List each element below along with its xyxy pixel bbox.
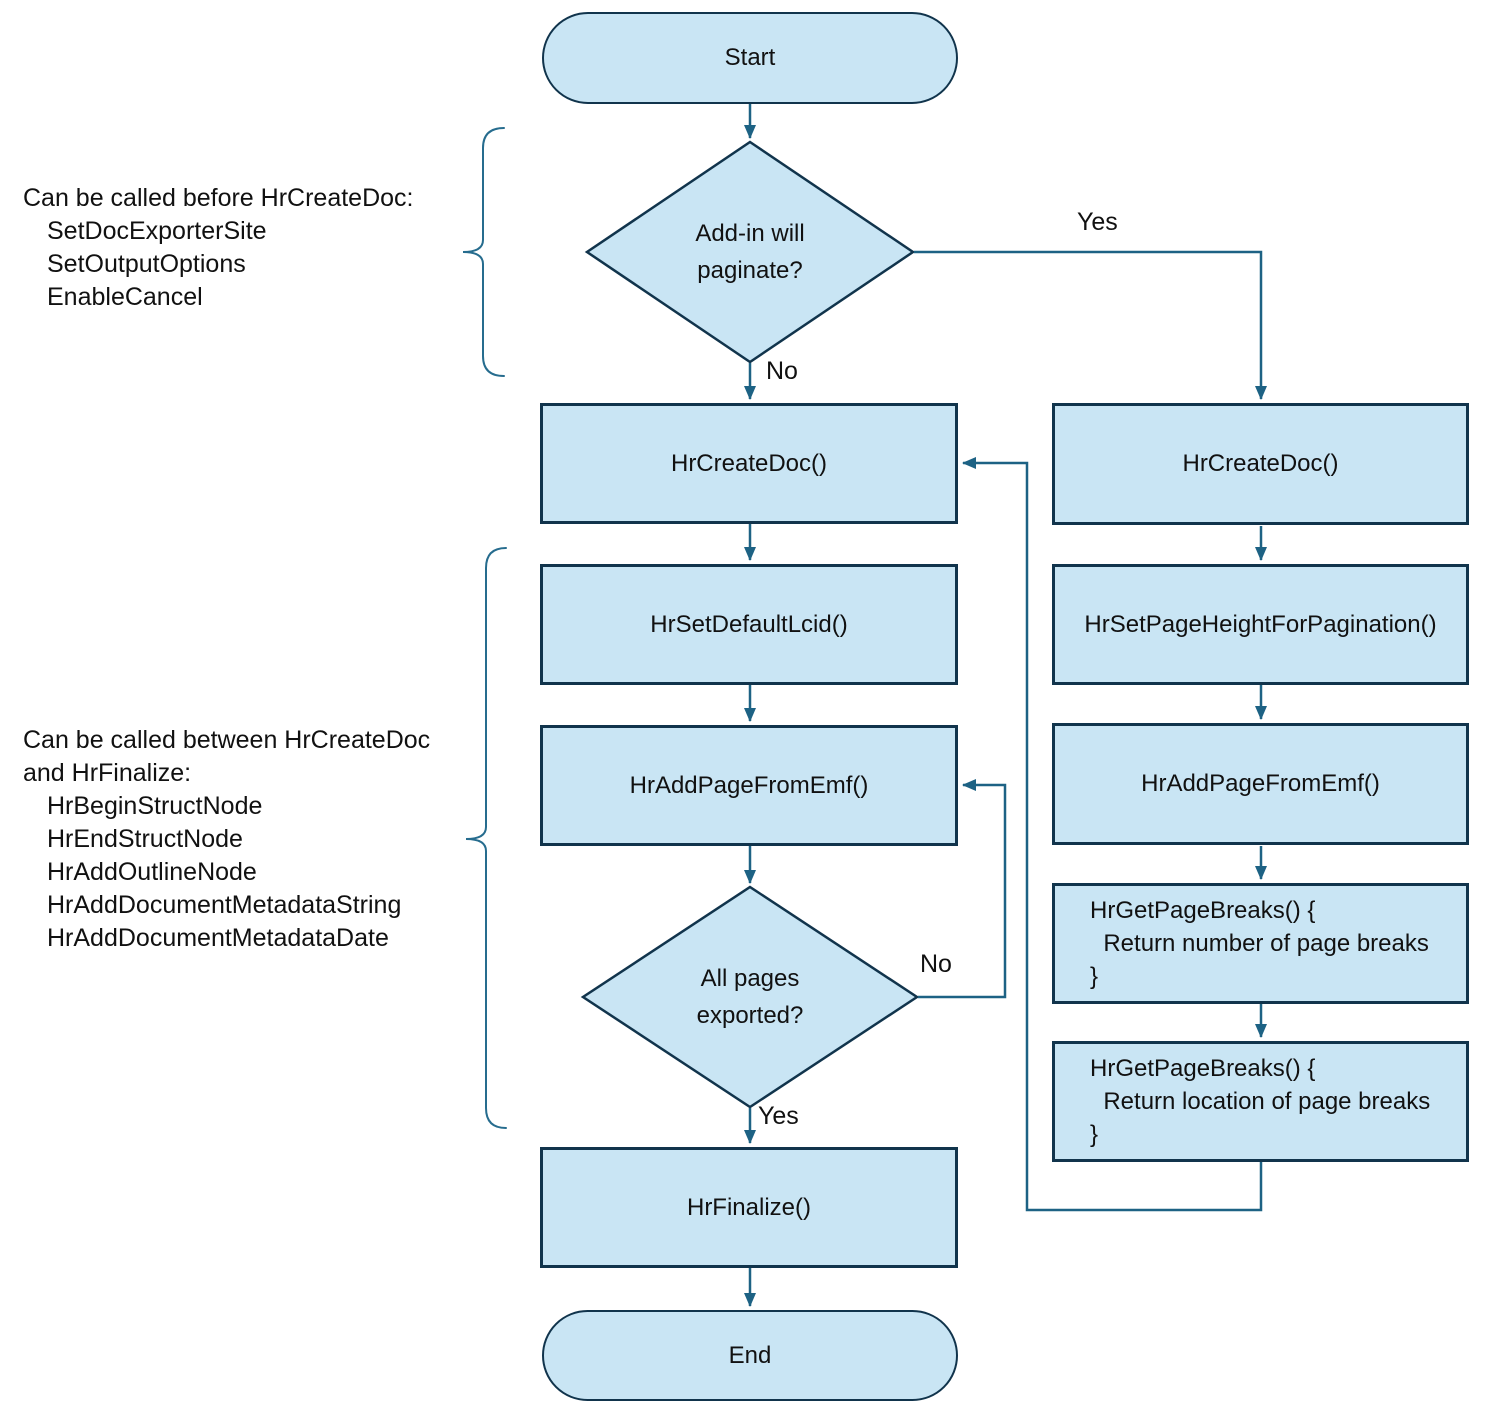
annotation-between-createdoc-finalize: Can be called between HrCreateDoc and Hr…: [23, 724, 473, 955]
node-hrfinalize-label: HrFinalize(): [686, 1193, 811, 1221]
annotation-item: SetOutputOptions: [47, 250, 246, 278]
node-hraddpagefromemf-left-label: HrAddPageFromEmf(): [629, 771, 869, 799]
node-hraddpagefromemf-left: HrAddPageFromEmf(): [540, 725, 958, 846]
annotation-between-createdoc-finalize-title: Can be called between HrCreateDoc and Hr…: [23, 726, 431, 787]
brace-before-createdoc: [462, 127, 505, 377]
decision-all-pages-shape: [580, 885, 920, 1109]
connector-paginate-yes-to-createdoc-right: [914, 250, 1267, 400]
brace-between-createdoc-finalize: [465, 547, 507, 1129]
node-hrfinalize: HrFinalize(): [540, 1147, 958, 1268]
node-hrcreatedoc-left: HrCreateDoc(): [540, 403, 958, 524]
annotation-item: SetDocExporterSite: [47, 217, 267, 245]
connector-allpages-no-loop: [918, 779, 1007, 999]
annotation-before-createdoc-title: Can be called before HrCreateDoc:: [23, 184, 414, 212]
annotation-item: HrBeginStructNode: [47, 792, 263, 820]
node-hrsetdefaultlcid: HrSetDefaultLcid(): [540, 564, 958, 685]
node-hrcreatedoc-left-label: HrCreateDoc(): [670, 449, 828, 477]
annotation-item: HrAddDocumentMetadataString: [47, 891, 402, 919]
edge-label-all-pages-yes: Yes: [758, 1102, 799, 1130]
annotation-item: EnableCancel: [47, 283, 203, 311]
node-hrcreatedoc-right-label: HrCreateDoc(): [1182, 450, 1339, 477]
edge-label-all-pages-no: No: [920, 950, 952, 978]
annotation-item: HrAddOutlineNode: [47, 858, 257, 886]
decision-paginate-shape: [584, 140, 916, 364]
connector-breaks-location-to-createdoc-left: [962, 457, 1263, 1212]
node-hraddpagefromemf-right: HrAddPageFromEmf(): [1052, 723, 1469, 845]
annotation-item: HrAddDocumentMetadataDate: [47, 924, 389, 952]
node-start-label: Start: [724, 44, 776, 71]
node-hraddpagefromemf-right-label: HrAddPageFromEmf(): [1141, 770, 1380, 797]
annotation-item: HrEndStructNode: [47, 825, 243, 853]
node-hrgetpagebreaks-location-label: HrGetPageBreaks() { Return location of p…: [1090, 1055, 1431, 1148]
node-start: Start: [542, 12, 958, 104]
node-hrcreatedoc-right: HrCreateDoc(): [1052, 403, 1469, 525]
node-end-label: End: [728, 1341, 772, 1369]
node-end: End: [542, 1310, 958, 1401]
node-hrsetpageheightforpagination: HrSetPageHeightForPagination(): [1052, 564, 1469, 685]
node-hrgetpagebreaks-number: HrGetPageBreaks() { Return number of pag…: [1052, 883, 1469, 1004]
node-hrgetpagebreaks-location: HrGetPageBreaks() { Return location of p…: [1052, 1041, 1469, 1162]
node-hrsetdefaultlcid-label: HrSetDefaultLcid(): [650, 610, 848, 638]
edge-label-paginate-no: No: [766, 357, 798, 385]
node-hrsetpageheightforpagination-label: HrSetPageHeightForPagination(): [1084, 610, 1437, 638]
node-hrgetpagebreaks-number-label: HrGetPageBreaks() { Return number of pag…: [1090, 897, 1429, 990]
annotation-before-createdoc: Can be called before HrCreateDoc: SetDoc…: [23, 182, 473, 314]
edge-label-paginate-yes: Yes: [1077, 208, 1118, 236]
